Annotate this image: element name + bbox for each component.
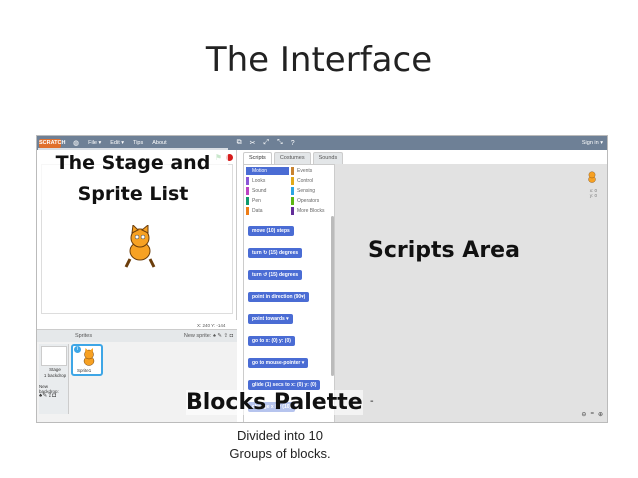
category-events[interactable]: Events [291,167,334,175]
cat-thumbnail-icon [83,348,95,366]
backdrop-tools-icon[interactable]: ♠✎⇪◘ [39,393,56,399]
delete-icon[interactable]: ✂ [249,140,256,147]
motion-block[interactable]: move (10) steps [248,226,294,236]
sprites-header: Sprites [37,330,237,342]
menu-edit[interactable]: Edit ▾ [110,140,125,146]
motion-block[interactable]: go to x: (0) y: (0) [248,336,295,346]
grow-icon[interactable]: ⤢ [263,139,270,146]
category-sound[interactable]: Sound [246,187,289,195]
sprite-list-panel: Sprites New sprite: ♠ ✎ ⇪ ◘ Stage 1 back… [37,329,237,422]
new-sprite-toolbar: New sprite: ♠ ✎ ⇪ ◘ [184,330,233,342]
callout-dash: - [370,396,374,407]
scripts-callout: Scripts Area [368,238,520,263]
category-sensing[interactable]: Sensing [291,187,334,195]
sprite-thumbnail[interactable]: i [71,344,103,376]
menu-about[interactable]: About [152,140,167,146]
sprite-name: Sprite1 [77,368,92,373]
tab-sounds[interactable]: Sounds [312,152,344,164]
menu-tips[interactable]: Tips [133,140,144,146]
category-looks[interactable]: Looks [246,177,289,185]
motion-block[interactable]: turn ↻ (15) degrees [248,248,303,258]
upload-sprite-icon[interactable]: ⇪ [223,333,229,339]
zoom-in-icon[interactable]: ⊕ [597,412,603,418]
sign-in-link[interactable]: Sign in ▾ [581,140,603,146]
mouse-coordinates: X: 240 Y: -144 [197,323,226,328]
stage-mini-preview [41,346,67,366]
scripts-area[interactable]: x: 0 y: 0 ⊖ = ⊕ [335,164,607,422]
motion-block[interactable]: glide (1) secs to x: (0) y: (0) [248,380,321,390]
cat-sprite-icon[interactable] [120,225,160,269]
menu-file[interactable]: File ▾ [88,140,102,146]
new-sprite-label: New sprite: [183,333,212,339]
motion-block[interactable]: point in direction (90▾) [248,292,310,302]
motion-block[interactable]: turn ↺ (15) degrees [248,270,303,280]
stage-backdrop-count: 1 backdrop [43,373,67,378]
blocks-callout: Blocks Palette [186,390,363,415]
scratch-logo[interactable]: SCRATCH [39,138,66,148]
category-pen[interactable]: Pen [246,197,289,205]
zoom-reset-icon[interactable]: = [590,411,594,417]
zoom-controls: ⊖ = ⊕ [577,411,603,418]
subtitle-line-1: Divided into 10 [237,428,323,443]
subtitle-line-2: Groups of blocks. [229,446,331,461]
menu-bar: SCRATCH ◍ File ▾ Edit ▾ Tips About ⧉ ✂ ⤢… [37,136,607,150]
slide-title: The Interface [205,40,433,80]
stage-thumbnail[interactable]: Stage 1 backdrop New backdrop: ♠✎⇪◘ [39,344,69,414]
stage-callout: The Stage and Sprite List [38,148,228,210]
palette-scrollbar[interactable] [331,216,334,376]
category-data[interactable]: Data [246,207,289,215]
info-icon[interactable]: i [74,346,81,353]
choose-sprite-icon[interactable]: ♠ [212,333,216,339]
sprite-position: x: 0 y: 0 [589,188,597,198]
paint-sprite-icon[interactable]: ✎ [217,333,222,339]
zoom-out-icon[interactable]: ⊖ [581,412,587,418]
help-icon[interactable]: ? [290,139,295,147]
category-control[interactable]: Control [291,177,334,185]
globe-icon[interactable]: ◍ [73,140,80,147]
shrink-icon[interactable]: ⤡ [277,139,283,146]
new-backdrop-label: New backdrop: [39,384,59,394]
editor-tabs: Scripts Costumes Sounds [243,152,345,164]
tab-scripts[interactable]: Scripts [243,152,272,164]
duplicate-icon[interactable]: ⧉ [236,139,242,146]
current-sprite-icon [588,171,596,183]
category-motion[interactable]: Motion [246,167,289,175]
motion-block[interactable]: go to mouse-pointer ▾ [248,358,309,368]
category-more-blocks[interactable]: More Blocks [291,207,334,215]
stop-icon[interactable] [226,153,233,161]
category-operators[interactable]: Operators [291,197,334,205]
tab-costumes[interactable]: Costumes [273,152,311,164]
motion-block[interactable]: point towards ▾ [248,314,293,324]
camera-icon[interactable]: ◘ [229,333,233,339]
stage-name: Stage [49,367,61,372]
